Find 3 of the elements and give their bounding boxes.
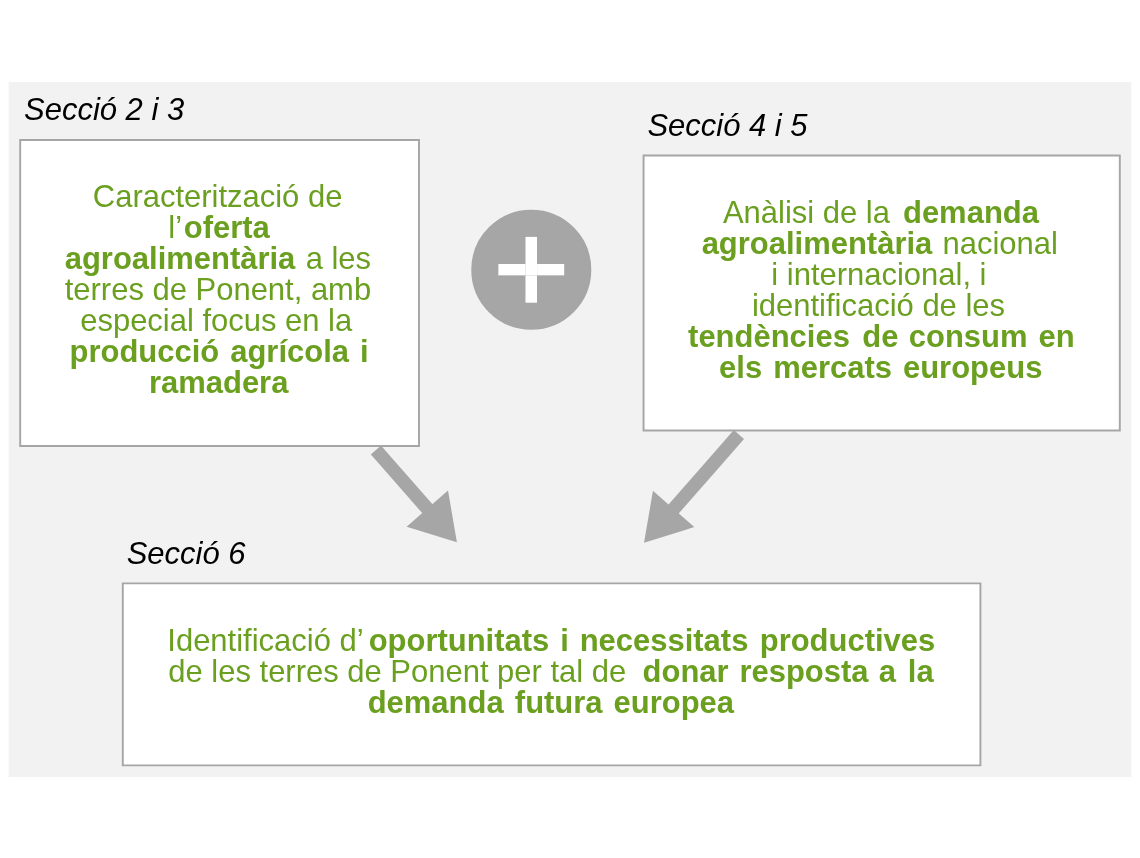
node-label: Secció 2 i 3 xyxy=(24,91,185,127)
node-label: Secció 4 i 5 xyxy=(647,107,808,143)
node-label: Secció 6 xyxy=(126,535,246,571)
